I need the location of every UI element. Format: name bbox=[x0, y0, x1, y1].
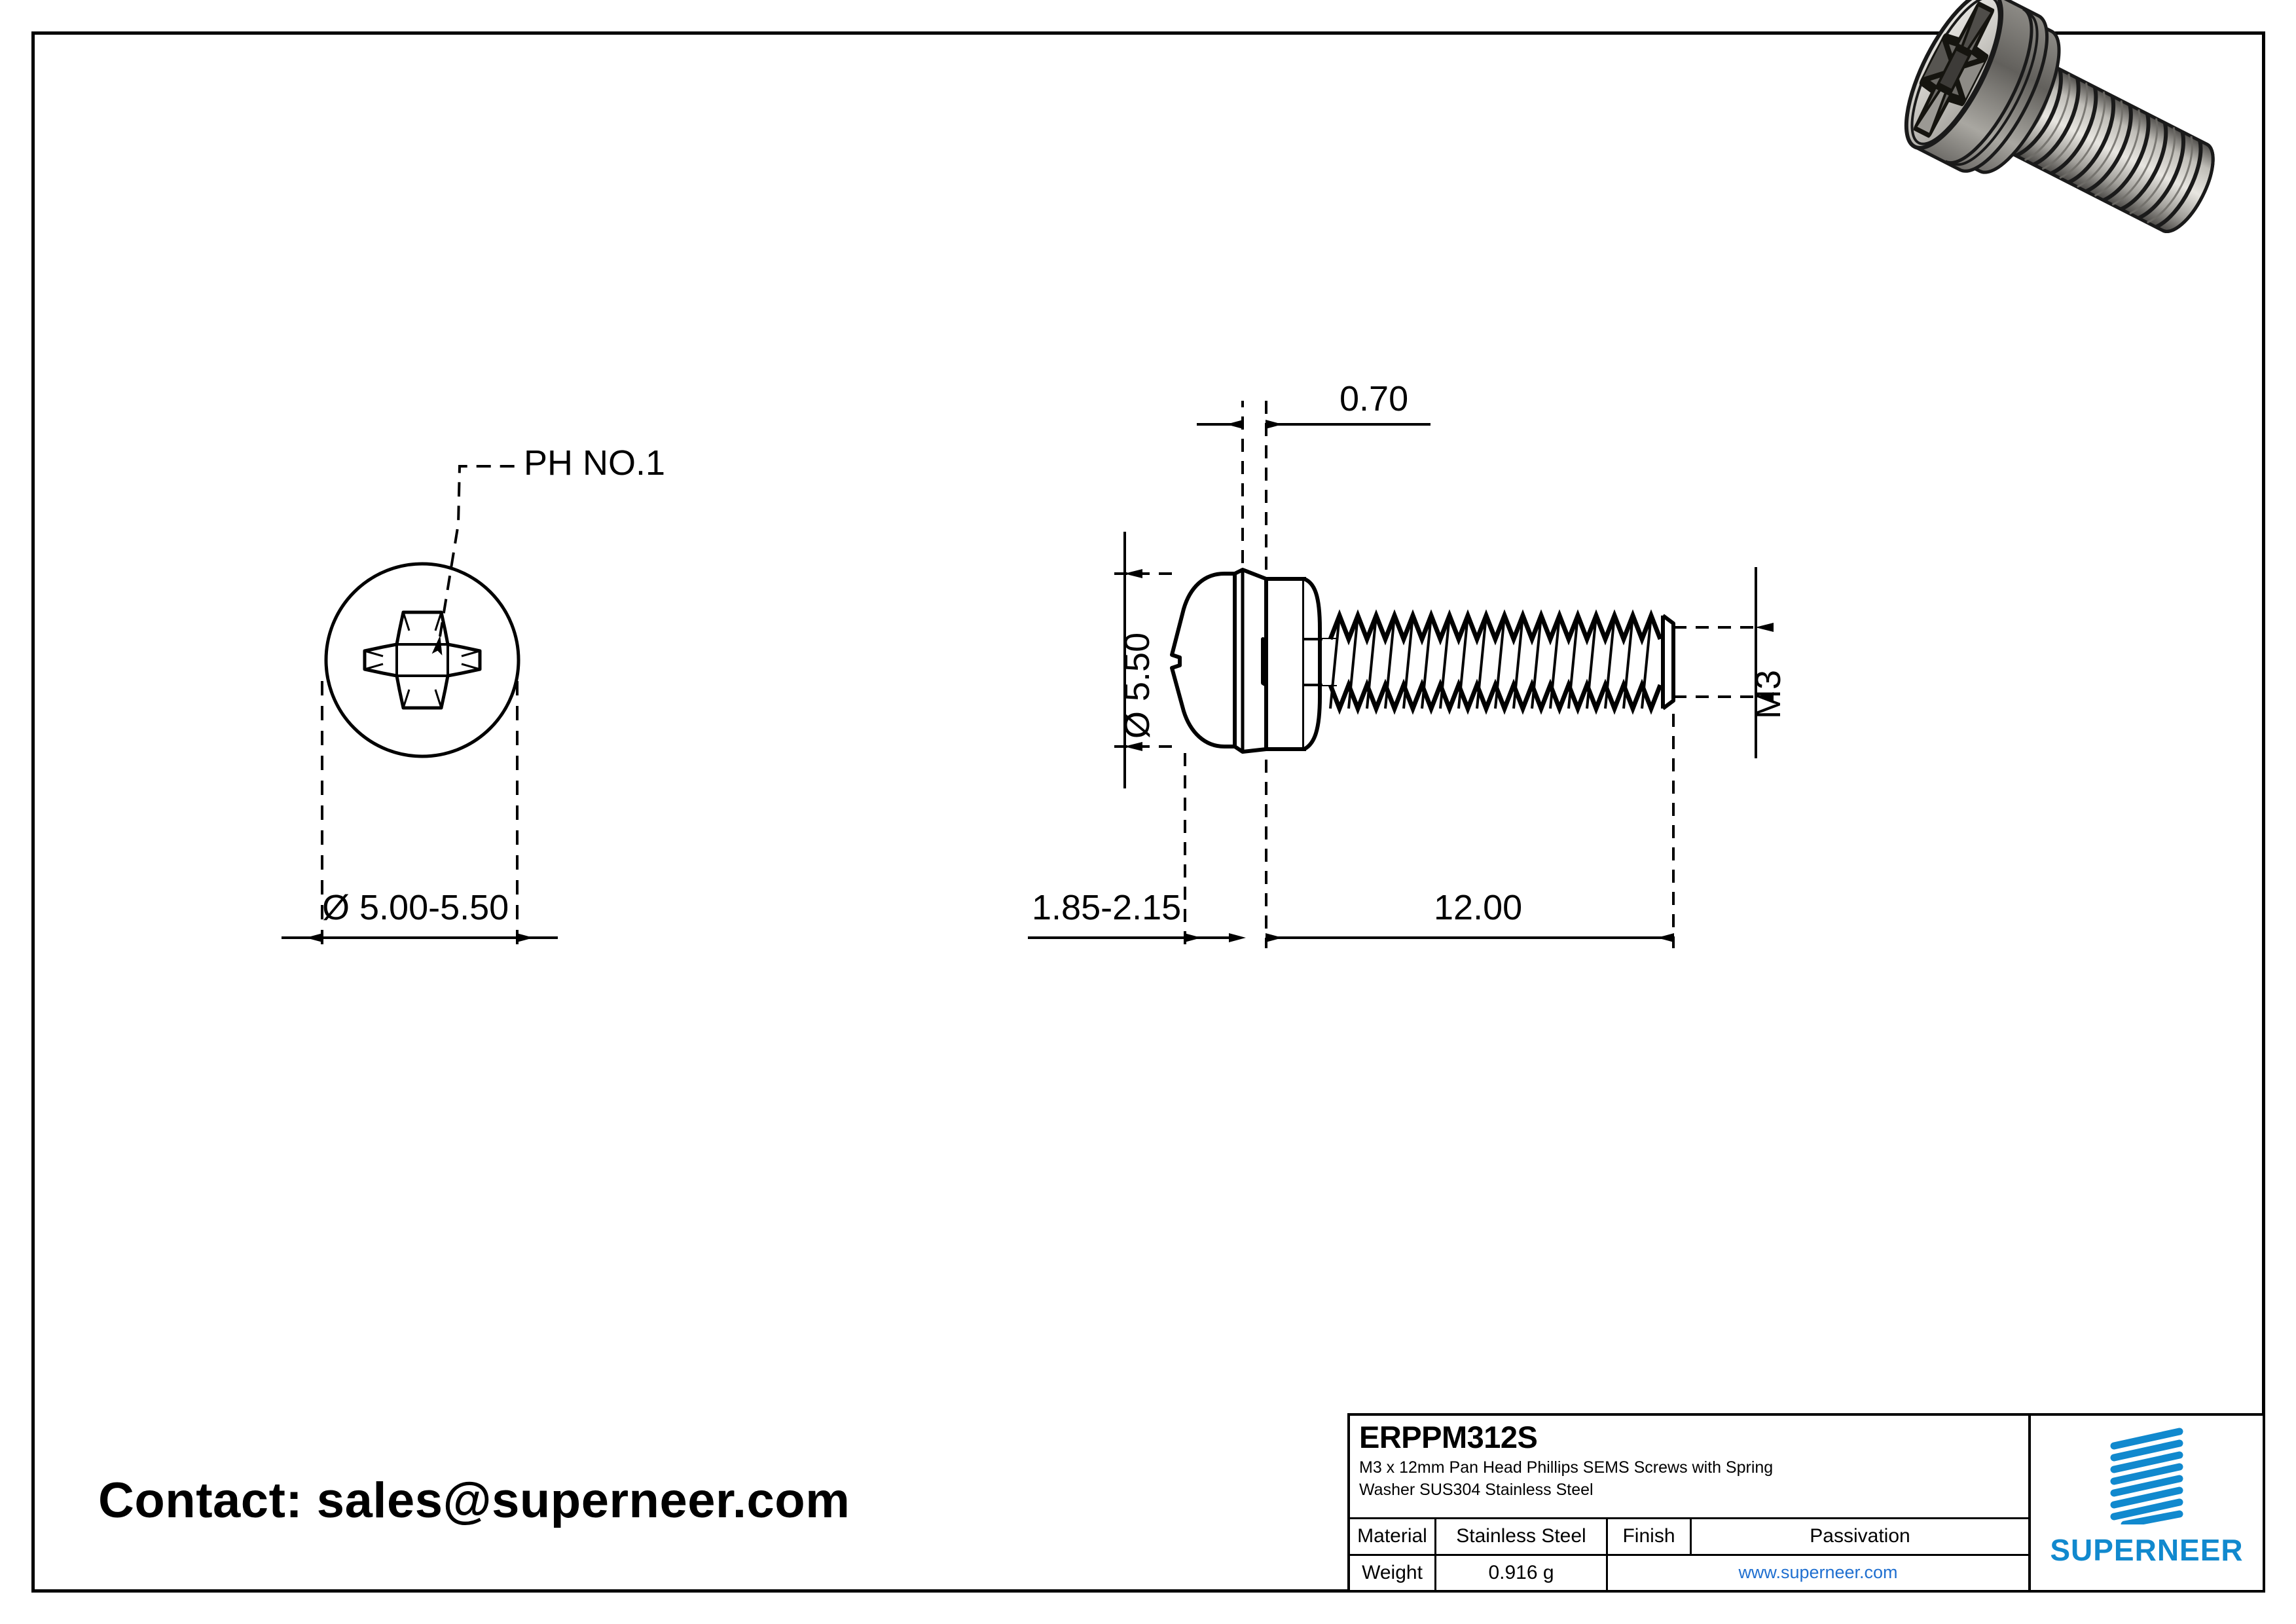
title-block: ERPPM312S M3 x 12mm Pan Head Phillips SE… bbox=[1347, 1413, 2265, 1593]
dimension-head-diameter-range: Ø 5.00-5.50 bbox=[322, 888, 509, 927]
brand-logo-cell: SUPERNEER bbox=[2031, 1416, 2263, 1590]
contact-email-text: Contact: sales@superneer.com bbox=[98, 1473, 850, 1528]
weight-value: 0.916 g bbox=[1436, 1555, 1608, 1590]
drawing-frame-border bbox=[31, 31, 2265, 1593]
part-number: ERPPM312S bbox=[1359, 1420, 1538, 1454]
dimension-thread-size: M3 bbox=[1749, 669, 1788, 719]
part-description-line-2: Washer SUS304 Stainless Steel bbox=[1359, 1480, 1594, 1499]
callout-ph-no1: PH NO.1 bbox=[524, 443, 666, 483]
title-block-main: ERPPM312S M3 x 12mm Pan Head Phillips SE… bbox=[1350, 1416, 2031, 1590]
title-block-row-material: Material Stainless Steel Finish Passivat… bbox=[1350, 1519, 2028, 1556]
title-block-description-area: ERPPM312S M3 x 12mm Pan Head Phillips SE… bbox=[1350, 1416, 2028, 1519]
finish-value: Passivation bbox=[1810, 1525, 1910, 1547]
material-value: Stainless Steel bbox=[1436, 1519, 1608, 1554]
superneer-stripes-icon bbox=[2110, 1428, 2183, 1524]
title-block-row-weight: Weight 0.916 g www.superneer.com bbox=[1350, 1555, 2028, 1590]
part-description-line-1: M3 x 12mm Pan Head Phillips SEMS Screws … bbox=[1359, 1458, 1774, 1477]
dimension-washer-thickness: 0.70 bbox=[1339, 379, 1409, 418]
finish-label: Finish bbox=[1608, 1519, 1692, 1554]
part-description: M3 x 12mm Pan Head Phillips SEMS Screws … bbox=[1359, 1457, 2019, 1501]
dimension-head-diameter: Ø 5.50 bbox=[1118, 632, 1157, 739]
website-link[interactable]: www.superneer.com bbox=[1738, 1562, 1898, 1583]
material-label: Material bbox=[1350, 1519, 1436, 1554]
brand-name: SUPERNEER bbox=[2050, 1533, 2244, 1567]
weight-label: Weight bbox=[1350, 1555, 1436, 1590]
dimension-head-height: 1.85-2.15 bbox=[1032, 888, 1182, 927]
dimension-thread-length: 12.00 bbox=[1434, 888, 1523, 927]
